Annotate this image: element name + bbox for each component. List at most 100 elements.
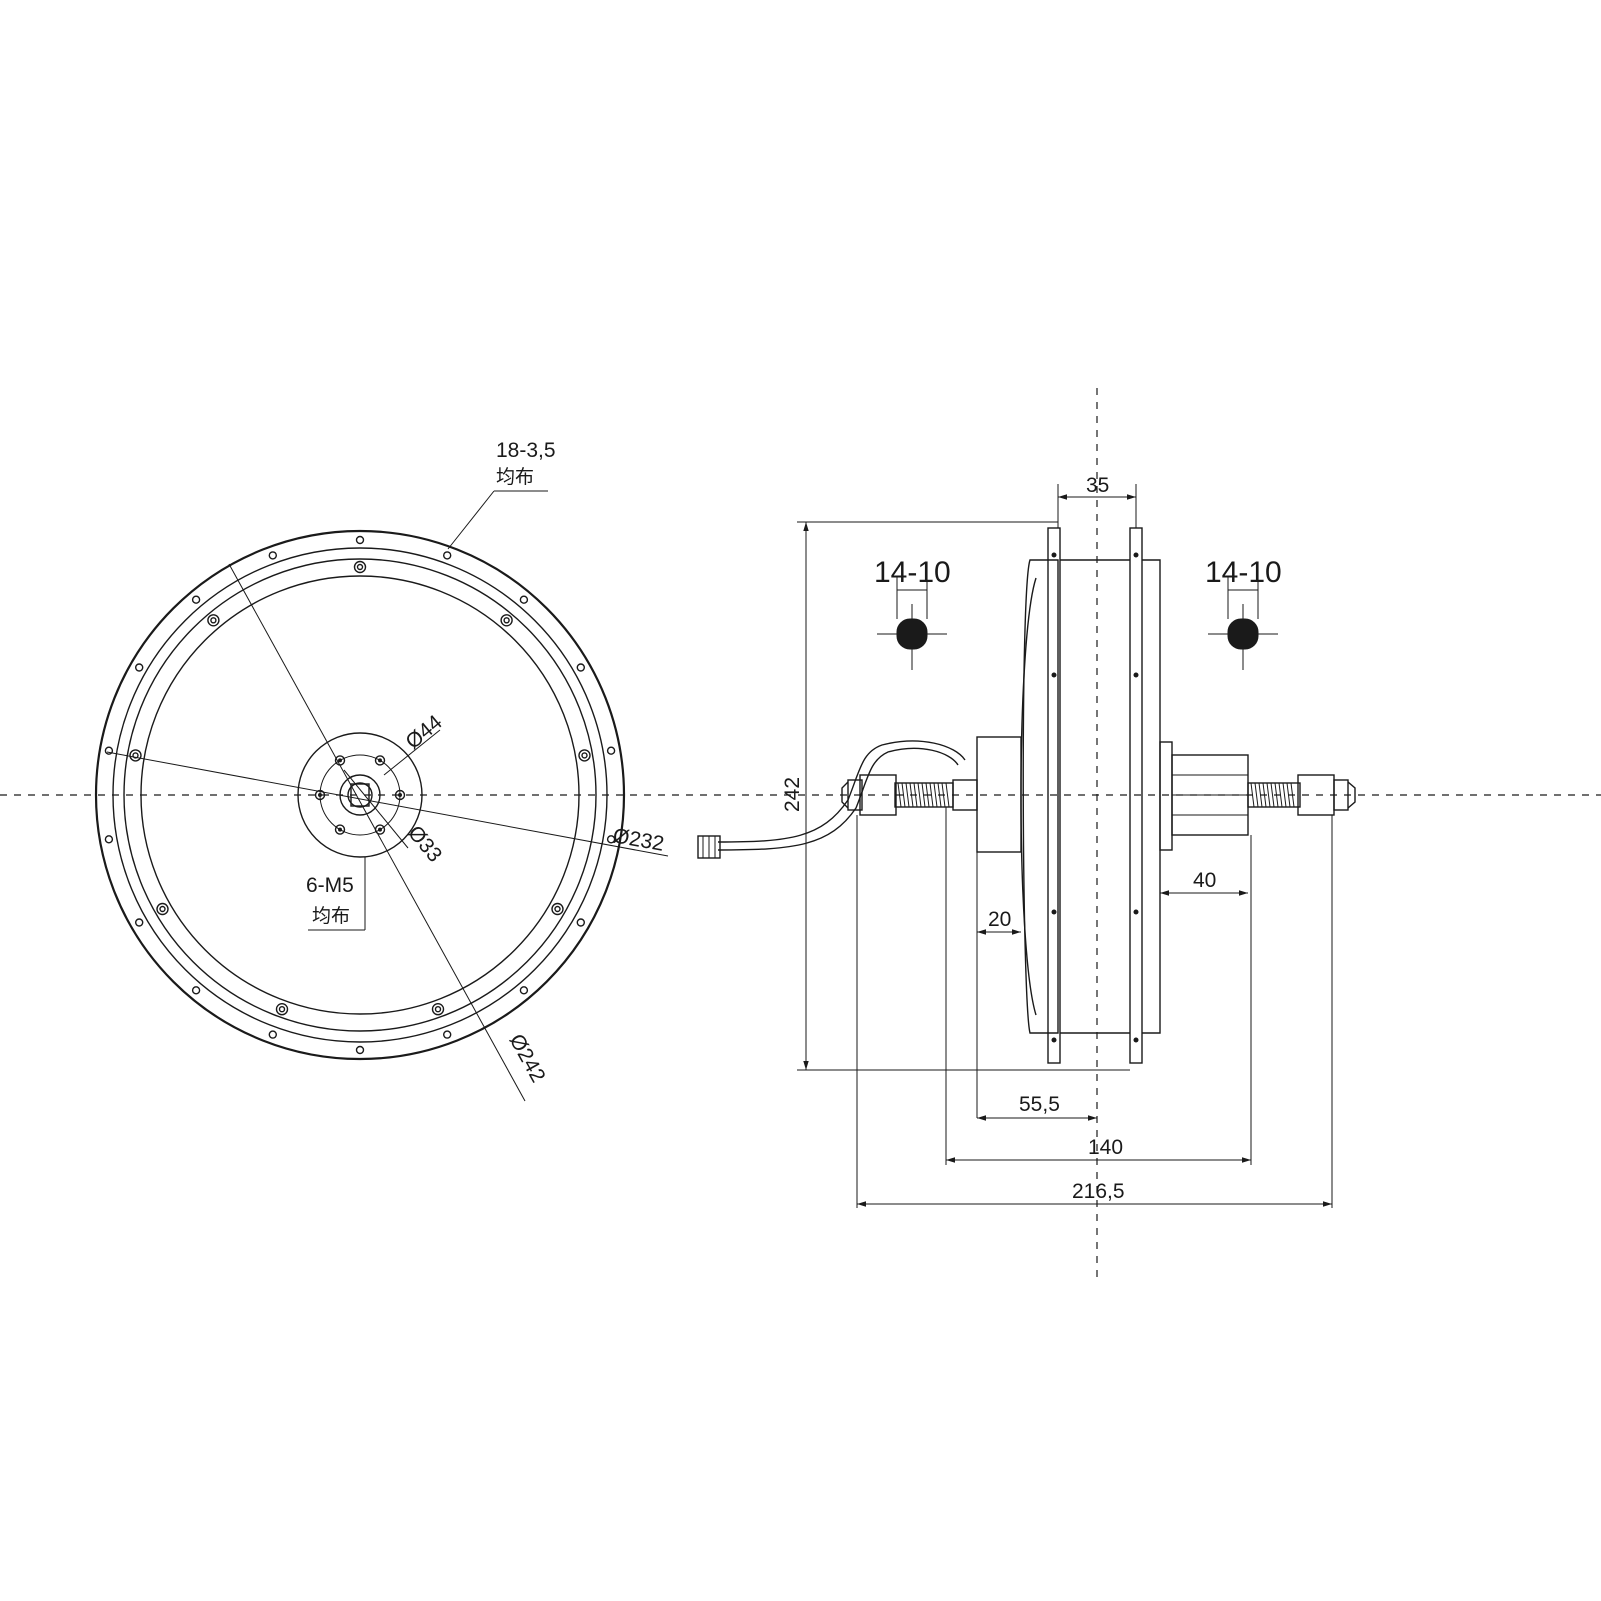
- thread-line: [1278, 782, 1283, 808]
- mid-hole: [275, 1003, 289, 1016]
- outer-hole: [606, 835, 616, 844]
- hub-bore-outer: [339, 774, 381, 816]
- dia-44-line: [383, 729, 441, 776]
- thread-line: [933, 782, 938, 808]
- outer-hole: [268, 1030, 277, 1039]
- outer-hole: [576, 918, 585, 927]
- outer-hole-pattern: [104, 535, 616, 1055]
- thread-line: [913, 782, 918, 808]
- rim-bolt-right: [1133, 909, 1139, 915]
- outer-hole: [268, 551, 277, 560]
- front-view: 18-3,5 均布 Ø44 Ø33 Ø232 Ø242 6-M5 均布: [94, 439, 669, 1102]
- thread-line: [929, 782, 934, 808]
- side-view: 14-10 14-10 35 242 40 20 55,5 140 216,5: [697, 474, 1356, 1208]
- thread-line: [901, 782, 906, 808]
- mid-hole: [129, 749, 142, 762]
- mid-hole-inner: [434, 1006, 442, 1013]
- rim-circle-outer: [112, 547, 608, 1043]
- label-40: 40: [1193, 869, 1216, 892]
- mid-hole-inner: [132, 752, 139, 759]
- rim-bolt-left: [1051, 672, 1057, 678]
- thread-line: [1254, 782, 1259, 808]
- mid-hole: [500, 614, 513, 627]
- mid-hole: [353, 560, 367, 574]
- thread-line: [1290, 782, 1295, 808]
- mid-hole-inner: [210, 617, 217, 624]
- thread-line: [1286, 782, 1291, 808]
- hub-screw: [314, 789, 326, 801]
- label-dia-232: Ø232: [611, 824, 666, 856]
- section-fill-left: [896, 618, 928, 650]
- label-20: 20: [988, 908, 1011, 931]
- thread-line: [897, 782, 902, 808]
- label-6-m5-note: 均布: [312, 905, 350, 927]
- hub-screw: [334, 824, 346, 835]
- cable-inner: [717, 747, 959, 851]
- thread-line: [1270, 782, 1275, 808]
- outer-hole: [443, 1030, 452, 1039]
- mid-hole: [578, 749, 591, 762]
- label-axle-left: 14-10: [874, 556, 951, 589]
- mid-hole-pattern: [129, 560, 591, 1016]
- axle-section-right: [1208, 577, 1278, 670]
- outer-hole: [443, 551, 452, 560]
- outer-hole: [576, 663, 585, 672]
- axle-flat: [350, 783, 370, 807]
- hub-screw-center: [398, 793, 402, 797]
- mid-hole: [551, 902, 564, 916]
- left-flange: [1047, 527, 1061, 1064]
- label-6-m5: 6-M5: [306, 874, 354, 897]
- rim-bolt-left: [1051, 552, 1057, 558]
- thread-line: [945, 782, 950, 808]
- label-dia-242: Ø242: [505, 1030, 550, 1086]
- label-242: 242: [781, 777, 804, 812]
- cable: [717, 740, 966, 843]
- outer-hole: [191, 595, 201, 604]
- left-nut: [859, 774, 897, 816]
- thread-line: [925, 782, 930, 808]
- outer-hole: [519, 595, 529, 604]
- axle-section-left: [877, 577, 947, 670]
- rim-bolt-left: [1051, 909, 1057, 915]
- label-axle-right: 14-10: [1205, 556, 1282, 589]
- mid-hole-inner: [581, 752, 588, 759]
- hub-screw-center: [338, 827, 342, 832]
- motor-body: [1022, 559, 1059, 1034]
- outer-hole: [104, 835, 114, 844]
- mid-hole-inner: [278, 1006, 286, 1013]
- right-axle-tip: [1347, 781, 1356, 809]
- label-216-5: 216,5: [1072, 1180, 1125, 1203]
- label-dia-44: Ø44: [401, 710, 446, 753]
- hub-screw-center: [338, 758, 342, 763]
- outer-hole: [606, 746, 616, 755]
- thread-line: [909, 782, 914, 808]
- label-55-5: 55,5: [1019, 1093, 1060, 1116]
- thread-line: [905, 782, 910, 808]
- outer-hole: [519, 986, 529, 995]
- mid-hole: [156, 902, 169, 916]
- hub-screw-center: [318, 793, 322, 797]
- left-axle-tip: [841, 781, 849, 809]
- dia-232-line: [106, 751, 669, 857]
- right-hub-body: [1159, 741, 1173, 851]
- thread-line: [1250, 782, 1255, 808]
- dia-33-line: [343, 769, 409, 849]
- rim-circle-inner: [123, 558, 597, 1032]
- hub-screw-center: [378, 758, 382, 763]
- outer-hole: [191, 986, 201, 995]
- rim-bolt-left: [1051, 1037, 1057, 1043]
- mid-hole-inner: [159, 905, 166, 913]
- hub-screw-center: [378, 827, 382, 832]
- mid-hole-inner: [554, 905, 561, 913]
- hub-screw: [374, 755, 386, 766]
- mid-hole-inner: [503, 617, 510, 624]
- label-18-3-5-note: 均布: [496, 466, 534, 488]
- thread-line: [1282, 782, 1287, 808]
- thread-line: [917, 782, 922, 808]
- thread-line: [937, 782, 942, 808]
- thread-line: [1262, 782, 1267, 808]
- rim-bolt-right: [1133, 552, 1139, 558]
- motor-body-curve: [1020, 577, 1037, 1016]
- hub-screw: [394, 789, 406, 801]
- mid-hole: [431, 1003, 445, 1016]
